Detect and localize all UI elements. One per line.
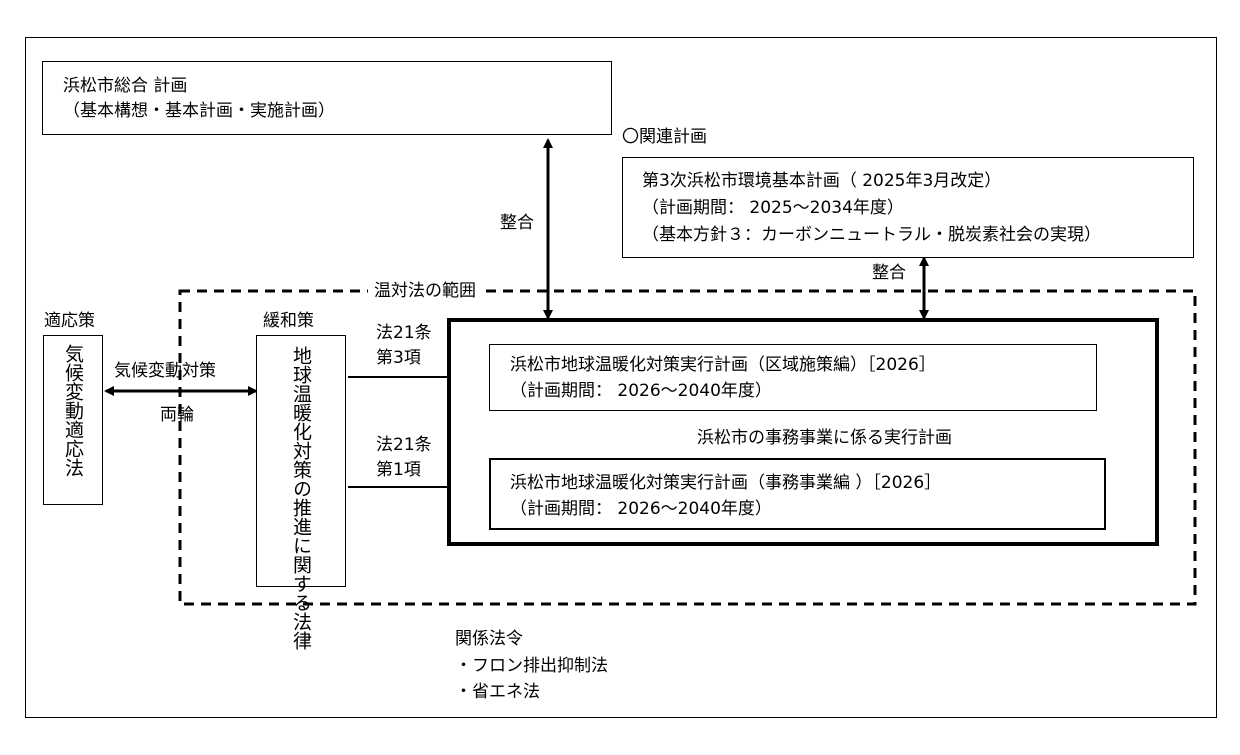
article3-line2: 第3項 bbox=[376, 348, 421, 368]
related-laws-header: 関係法令 bbox=[455, 629, 523, 649]
main-plan-subtitle: （基本構想・基本計画・実施計画） bbox=[63, 101, 335, 121]
two-wheels-label: 両輪 bbox=[160, 405, 194, 425]
main-plan-title: 浜松市総合 計画 bbox=[63, 76, 188, 96]
office-plan-box: 浜松市地球温暖化対策実行計画（事務事業編 ）［2026］ （計画期間： 2026… bbox=[489, 458, 1106, 530]
mitigation-law-box: 地球温暖化対策の推進に関する法律 bbox=[256, 335, 346, 650]
related-plan-box: 第3次浜松市環境基本計画（ 2025年3月改定） （計画期間： 2025～203… bbox=[622, 157, 1194, 258]
mitigation-law: 地球温暖化対策の推進に関する法律 bbox=[290, 346, 312, 650]
related-plan-period: （計画期間： 2025～2034年度） bbox=[642, 198, 904, 218]
regional-plan-box: 浜松市地球温暖化対策実行計画（区域施策編）［2026］ （計画期間： 2026～… bbox=[489, 344, 1097, 411]
adaptation-law-box: 気候変動適応法 bbox=[43, 335, 103, 505]
article1-line2: 第1項 bbox=[376, 460, 421, 480]
related-law-energy: ・省エネ法 bbox=[455, 682, 540, 702]
scope-label: 温対法の範囲 bbox=[368, 280, 482, 302]
climate-measures-label: 気候変動対策 bbox=[114, 361, 216, 381]
scope-dashed-frame bbox=[178, 289, 1197, 606]
office-link-label: 浜松市の事務事業に係る実行計画 bbox=[697, 428, 952, 448]
adaptation-law: 気候変動適応法 bbox=[62, 344, 84, 477]
office-plan-title: 浜松市地球温暖化対策実行計画（事務事業編 ）［2026］ bbox=[510, 473, 942, 493]
regional-plan-period: （計画期間： 2026～2040年度） bbox=[510, 381, 772, 401]
related-law-freon: ・フロン排出抑制法 bbox=[455, 656, 608, 676]
mitigation-header: 緩和策 bbox=[263, 311, 314, 331]
related-plan-title: 第3次浜松市環境基本計画（ 2025年3月改定） bbox=[642, 171, 1002, 191]
adaptation-header: 適応策 bbox=[44, 311, 95, 331]
consistency-label-left: 整合 bbox=[500, 213, 534, 233]
main-plan-box: 浜松市総合 計画 （基本構想・基本計画・実施計画） bbox=[42, 61, 612, 135]
related-plans-header: 〇関連計画 bbox=[622, 127, 707, 147]
regional-plan-title: 浜松市地球温暖化対策実行計画（区域施策編）［2026］ bbox=[510, 355, 936, 375]
article1-line1: 法21条 bbox=[376, 435, 432, 455]
office-plan-period: （計画期間： 2026～2040年度） bbox=[510, 499, 772, 519]
related-plan-policy: （基本方針３：カーボンニュートラル・脱炭素社会の実現） bbox=[642, 225, 1101, 245]
consistency-label-right: 整合 bbox=[872, 263, 906, 283]
article3-line1: 法21条 bbox=[376, 323, 432, 343]
